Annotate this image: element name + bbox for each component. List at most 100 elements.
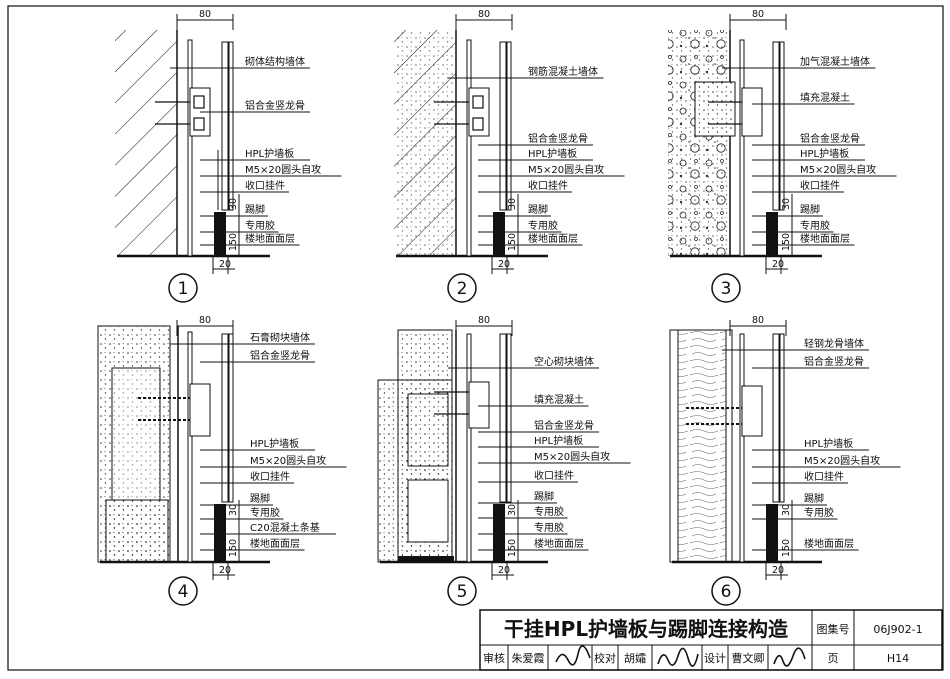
callout-label: 踢脚 [800, 203, 820, 216]
c20-strip-footing [105, 499, 169, 563]
dim-20: 20 [219, 259, 231, 270]
callout-label: 填充混凝土 [800, 91, 850, 104]
callout-label: 加气混凝土墙体 [800, 55, 870, 68]
callout-label: HPL护墙板 [800, 147, 849, 160]
connector-bracket [741, 87, 763, 137]
callout-label: 专用胶 [534, 505, 564, 518]
detail-2-concrete-wall [394, 30, 548, 258]
dim-150: 150 [781, 539, 792, 557]
callout-label: 专用胶 [804, 506, 834, 519]
hpl-panel [499, 333, 507, 503]
skirting [214, 212, 226, 256]
connector-bracket [189, 383, 211, 437]
dim-20: 20 [772, 565, 784, 576]
atlas-no: 06J902-1 [873, 623, 922, 636]
callout-label: 专用胶 [528, 219, 558, 232]
detail-number-circle [168, 576, 198, 606]
callout-label: 收口挂件 [800, 179, 840, 192]
skirting [493, 504, 505, 562]
checker-signature [657, 647, 699, 667]
callout-label: M5×20圆头自攻 [245, 163, 321, 176]
dim-30: 30 [781, 504, 792, 516]
wall-section [115, 30, 177, 256]
dim-80: 80 [752, 315, 764, 326]
callout-label: 楼地面面层 [245, 232, 295, 245]
callout-label: 轻钢龙骨墙体 [804, 337, 864, 350]
dim-150: 150 [228, 233, 239, 251]
dim-30: 30 [507, 198, 518, 210]
callout-label: HPL护墙板 [534, 434, 583, 447]
title-block: 干挂HPL护墙板与踢脚连接构造 图集号 06J902-1 审核 朱爱霞 校对 胡… [479, 609, 943, 671]
dim-30: 30 [507, 504, 518, 516]
callout-label: 踢脚 [534, 490, 554, 503]
callout-label: 铝合金竖龙骨 [800, 132, 860, 145]
page-no: H14 [887, 652, 909, 665]
callout-label: 楼地面面层 [528, 232, 578, 245]
callout-label: 铝合金竖龙骨 [245, 99, 305, 112]
detail-2-annotations: 802015030钢筋混凝土墙体铝合金竖龙骨HPL护墙板M5×20圆头自攻收口挂… [447, 9, 625, 303]
designer-signature [773, 647, 806, 667]
page-label: 页 [828, 652, 839, 665]
hpl-panel [499, 41, 507, 211]
detail-number: 1 [178, 279, 189, 299]
design-label: 设计 [704, 652, 726, 665]
wall-section [677, 329, 727, 563]
callout-label: 踢脚 [245, 203, 265, 216]
callout-label: 踢脚 [250, 492, 270, 505]
callout-label: M5×20圆头自攻 [528, 163, 604, 176]
callout-label: 收口挂件 [528, 179, 568, 192]
detail-number-circle [447, 576, 477, 606]
skirting [766, 504, 778, 562]
detail-6-light-steel-stud-wall [669, 329, 822, 564]
callout-label: 楼地面面层 [250, 537, 300, 550]
callout-label: HPL护墙板 [804, 437, 853, 450]
detail-3-annotations: 802015030加气混凝土墙体填充混凝土铝合金竖龙骨HPL护墙板M5×20圆头… [711, 9, 897, 303]
detail-number: 4 [178, 582, 189, 602]
detail-number: 5 [457, 582, 468, 602]
callout-label: M5×20圆头自攻 [804, 454, 880, 467]
connector-bracket [741, 385, 763, 437]
callout-label: 楼地面面层 [800, 232, 850, 245]
check-label: 校对 [594, 651, 616, 665]
detail-3-aerated-concrete-wall [668, 30, 822, 258]
callout-label: 楼地面面层 [534, 537, 584, 550]
detail-number: 6 [721, 582, 732, 602]
skirting [766, 212, 778, 256]
callout-label: 踢脚 [528, 203, 548, 216]
dim-150: 150 [228, 539, 239, 557]
callout-label: HPL护墙板 [250, 437, 299, 450]
hpl-panel [221, 41, 229, 211]
hpl-panel [221, 333, 229, 503]
callout-label: C20混凝土条基 [250, 521, 320, 534]
callout-label: M5×20圆头自攻 [534, 450, 610, 463]
hpl-panel [772, 333, 780, 503]
skirting [214, 504, 226, 562]
connector-bracket [468, 381, 490, 429]
skirting [493, 212, 505, 256]
dim-20: 20 [772, 259, 784, 270]
dim-80: 80 [199, 9, 211, 20]
dim-30: 30 [228, 504, 239, 516]
drawing-title: 干挂HPL护墙板与踢脚连接构造 [504, 617, 789, 641]
callout-label: M5×20圆头自攻 [800, 163, 876, 176]
reviewer-signature [555, 645, 591, 666]
dim-20: 20 [498, 565, 510, 576]
reviewer-name: 朱爱霞 [512, 652, 545, 665]
callout-label: 专用胶 [534, 521, 564, 534]
detail-1-annotations: 802015030砌体结构墙体铝合金竖龙骨HPL护墙板M5×20圆头自攻收口挂件… [168, 9, 342, 303]
dim-30: 30 [228, 198, 239, 210]
checker-name: 胡孀 [624, 651, 646, 665]
detail-6-annotations: 802015030轻钢龙骨墙体铝合金竖龙骨HPL护墙板M5×20圆头自攻收口挂件… [711, 315, 901, 606]
detail-number-circle [168, 273, 198, 303]
callout-label: 空心砌块墙体 [534, 355, 594, 368]
detail-number: 3 [721, 279, 732, 299]
callout-label: 专用胶 [800, 219, 830, 232]
callout-label: 收口挂件 [245, 179, 285, 192]
callout-label: HPL护墙板 [245, 147, 294, 160]
dim-150: 150 [507, 233, 518, 251]
sheet-border [7, 5, 944, 671]
dim-80: 80 [478, 315, 490, 326]
callout-label: 填充混凝土 [534, 393, 584, 406]
callout-label: HPL护墙板 [528, 147, 577, 160]
callout-label: 专用胶 [250, 506, 280, 519]
